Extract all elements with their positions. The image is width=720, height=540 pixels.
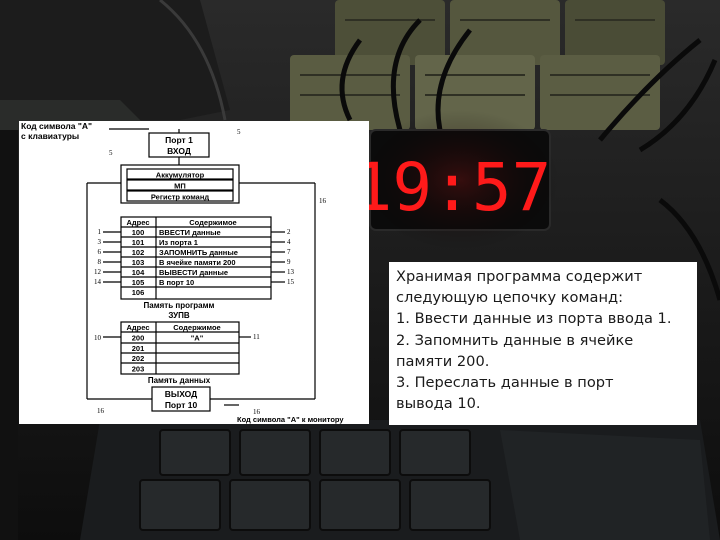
description-line: 1. Ввести данные из порта ввода 1. [396, 310, 672, 328]
console-blocks [139, 429, 491, 531]
data-address: 203 [132, 365, 145, 374]
data-header-content: Содержимое [173, 323, 220, 332]
program-memory-table [120, 216, 272, 300]
step-number: 9 [287, 258, 291, 266]
step-number: 6 [98, 248, 102, 256]
data-address: 202 [132, 354, 145, 363]
description-panel: Хранимая программа содержит следующую це… [389, 262, 697, 425]
program-memory-label-line1: Память программ [144, 301, 215, 310]
cpu-row-mp: МП [174, 182, 186, 191]
step-number: 16 [319, 197, 327, 205]
data-header-address: Адрес [126, 323, 149, 332]
program-address: 103 [132, 258, 145, 267]
program-address: 102 [132, 248, 145, 257]
data-content: "А" [191, 334, 204, 343]
program-memory-label-line2: ЗУПВ [168, 311, 189, 320]
step-number: 15 [287, 278, 295, 286]
output-port-line2: Порт 10 [165, 400, 198, 410]
data-address: 201 [132, 344, 145, 353]
computer-architecture-diagram: Код символа "А" с клавиатуры Порт 1 ВХОД… [19, 121, 369, 424]
program-address: 105 [132, 278, 145, 287]
description-line: следующую цепочку команд: [396, 289, 623, 307]
cpu-box [120, 164, 240, 204]
program-content: ВВЕСТИ данные [159, 228, 221, 237]
step-number: 7 [287, 248, 291, 256]
output-label: Код символа "А" к монитору [237, 415, 344, 424]
step-number: 8 [98, 258, 102, 266]
step-number: 10 [94, 334, 102, 342]
step-number: 2 [287, 228, 291, 236]
program-address: 101 [132, 238, 145, 247]
program-content: ЗАПОМНИТЬ данные [159, 248, 238, 257]
program-header-content: Содержимое [189, 218, 236, 227]
data-address: 200 [132, 334, 145, 343]
program-content: Из порта 1 [159, 238, 198, 247]
cpu-row-register: Регистр команд [151, 193, 210, 202]
description-line: 3. Переслать данные в порт [396, 374, 614, 392]
program-address: 106 [132, 288, 145, 297]
output-port-line1: ВЫХОД [165, 389, 197, 399]
description-line: Хранимая программа содержит [396, 268, 643, 285]
program-content: В ячейке памяти 200 [159, 258, 236, 267]
input-label-line2: с клавиатуры [21, 131, 79, 141]
description-line: вывода 10. [396, 395, 481, 413]
cpu-row-accumulator: Аккумулятор [156, 171, 205, 180]
step-number: 3 [98, 238, 102, 246]
input-port-line1: Порт 1 [165, 135, 193, 145]
program-address: 100 [132, 228, 145, 237]
input-label-line1: Код символа "А" [21, 121, 92, 131]
step-number: 12 [94, 268, 102, 276]
step-number: 11 [253, 333, 260, 341]
step-number: 13 [287, 268, 295, 276]
description-line: памяти 200. [396, 352, 490, 370]
clock-display: 19:57 [353, 149, 552, 226]
step-number: 5 [237, 128, 241, 136]
program-content: ВЫВЕСТИ данные [159, 268, 228, 277]
data-memory-label: Память данных [148, 376, 211, 385]
program-header-address: Адрес [126, 218, 149, 227]
description-line: 2. Запомнить данные в ячейке [396, 331, 634, 349]
step-number: 5 [109, 149, 113, 157]
data-memory-table [120, 321, 240, 375]
program-content: В порт 10 [159, 278, 194, 287]
step-number: 16 [253, 408, 261, 416]
step-number: 1 [98, 228, 102, 236]
step-number: 16 [97, 407, 105, 415]
step-number: 4 [287, 238, 291, 246]
step-number: 14 [94, 278, 102, 286]
input-port-line2: ВХОД [167, 146, 191, 156]
program-address: 104 [132, 268, 145, 277]
